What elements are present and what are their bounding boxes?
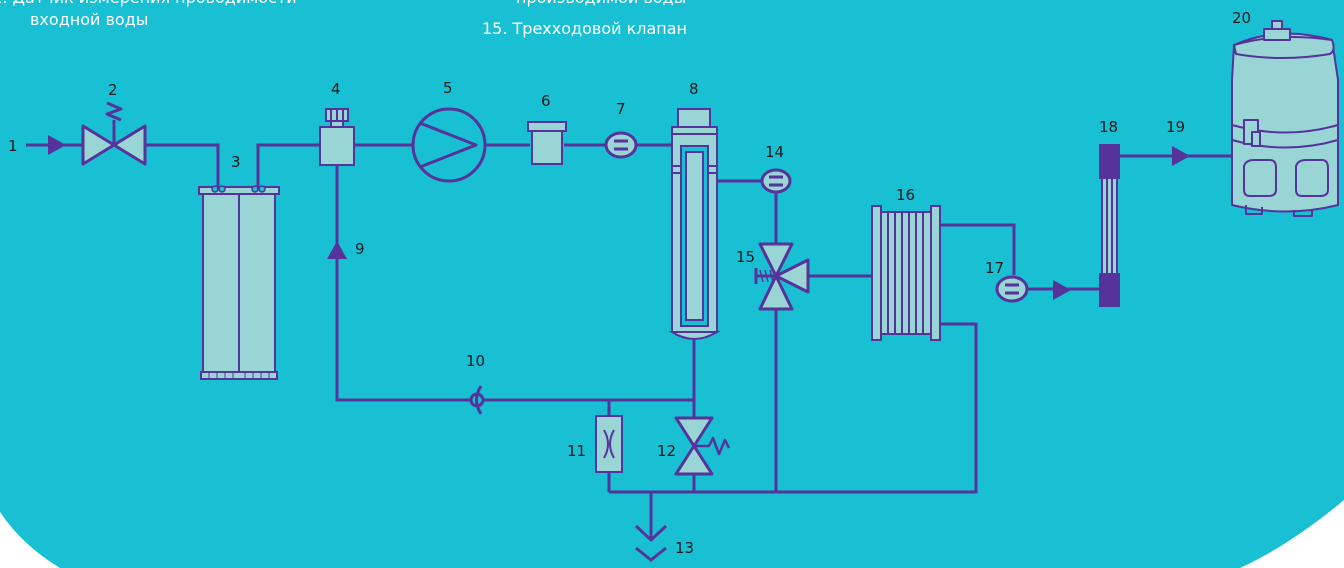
label-20: 20 — [1232, 9, 1251, 27]
pipe-softener-to-sensor — [256, 143, 320, 188]
label-4: 4 — [331, 80, 341, 98]
label-5: 5 — [443, 79, 453, 97]
pressure-relief-valve — [674, 416, 731, 476]
label-11: 11 — [567, 442, 586, 460]
label-18: 18 — [1099, 118, 1118, 136]
check-valve — [469, 385, 485, 415]
arrow-icon — [1172, 146, 1190, 166]
softener-columns — [198, 185, 280, 380]
label-2: 2 — [108, 81, 118, 99]
ro-membrane-housing — [668, 108, 721, 340]
arrow-icon — [48, 135, 66, 155]
pipe-drain-manifold — [609, 322, 978, 494]
pre-filter — [527, 121, 567, 165]
label-17: 17 — [985, 259, 1004, 277]
label-6: 6 — [541, 92, 551, 110]
caption-left-line2: входной воды — [30, 10, 149, 29]
label-9: 9 — [355, 240, 365, 258]
inlet-conductivity-sensor — [319, 108, 355, 166]
flow-restrictor — [595, 415, 623, 473]
product-conductivity-sensor — [995, 275, 1029, 303]
storage-tank — [1231, 20, 1339, 217]
booster-pump — [411, 107, 487, 183]
arrow-icon — [327, 241, 347, 259]
caption-center-line1: производимой воды — [516, 0, 686, 8]
pressure-gauge-7 — [604, 131, 638, 159]
label-7: 7 — [616, 100, 626, 118]
heat-exchanger — [871, 205, 941, 341]
label-14: 14 — [765, 143, 784, 161]
caption-center-line2: 15. Трехходовой клапан — [482, 19, 688, 38]
label-10: 10 — [466, 352, 485, 370]
label-15: 15 — [736, 248, 755, 266]
pipe-valve-to-softener — [145, 143, 220, 188]
label-13: 13 — [675, 539, 694, 557]
label-8: 8 — [689, 80, 699, 98]
label-12: 12 — [657, 442, 676, 460]
label-19: 19 — [1166, 118, 1185, 136]
arrow-icon — [1053, 280, 1071, 300]
caption-left-line1: 11. Датчик измерения проводимости — [0, 0, 297, 8]
drain-icon — [634, 524, 668, 562]
label-1: 1 — [8, 137, 18, 155]
pipe-exchanger-to-sensor17 — [940, 223, 1016, 275]
flow-arrows — [48, 135, 1190, 300]
inlet-valve — [81, 101, 147, 166]
component-labels: 1 2 3 4 5 6 7 8 9 10 11 12 13 14 15 16 1… — [8, 9, 1251, 557]
label-16: 16 — [896, 186, 915, 204]
flowmeter — [1099, 144, 1120, 307]
label-3: 3 — [231, 153, 241, 171]
pressure-gauge-14 — [760, 168, 792, 194]
three-way-valve — [754, 242, 810, 311]
